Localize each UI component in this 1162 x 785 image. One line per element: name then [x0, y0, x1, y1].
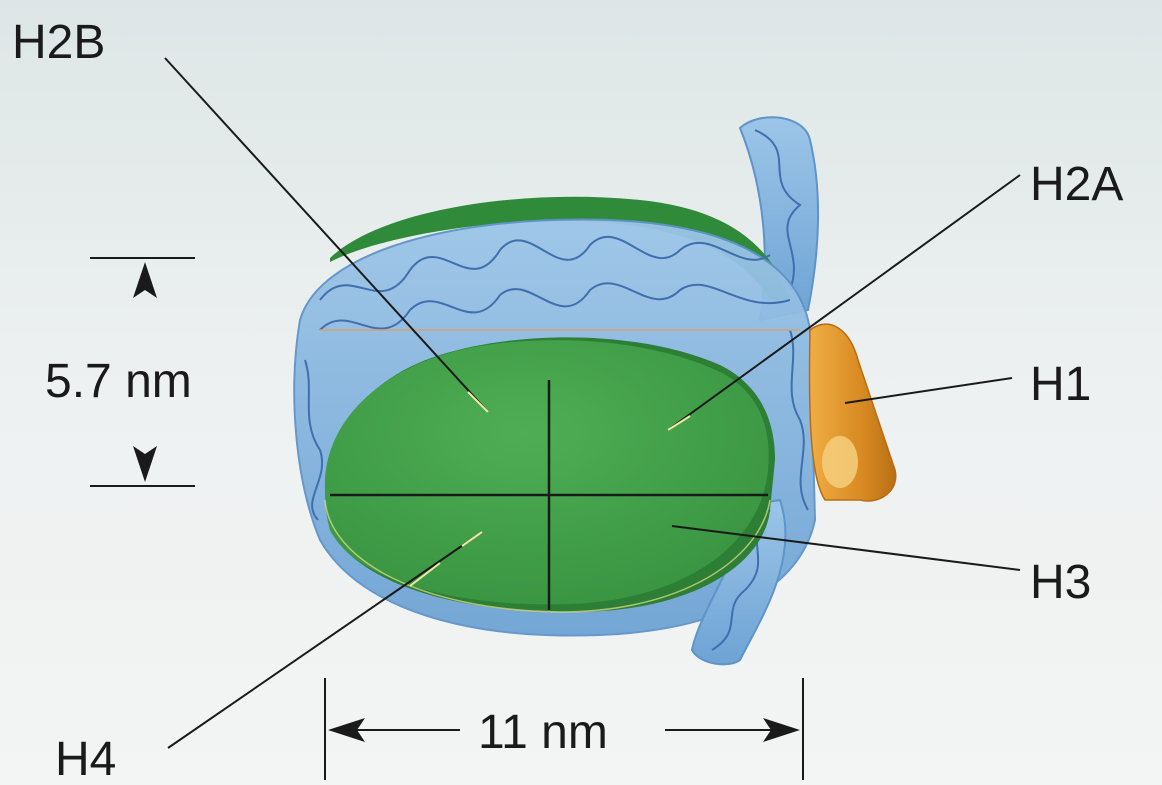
label-h4: H4: [55, 733, 116, 785]
histone-core-top: [325, 340, 769, 604]
height-dimension-label: 5.7 nm: [45, 355, 192, 408]
label-h2a: H2A: [1030, 158, 1123, 211]
width-dimension-label: 11 nm: [478, 706, 608, 759]
label-h3: H3: [1030, 556, 1091, 609]
label-h2b: H2B: [12, 16, 105, 69]
label-h1: H1: [1030, 358, 1091, 411]
